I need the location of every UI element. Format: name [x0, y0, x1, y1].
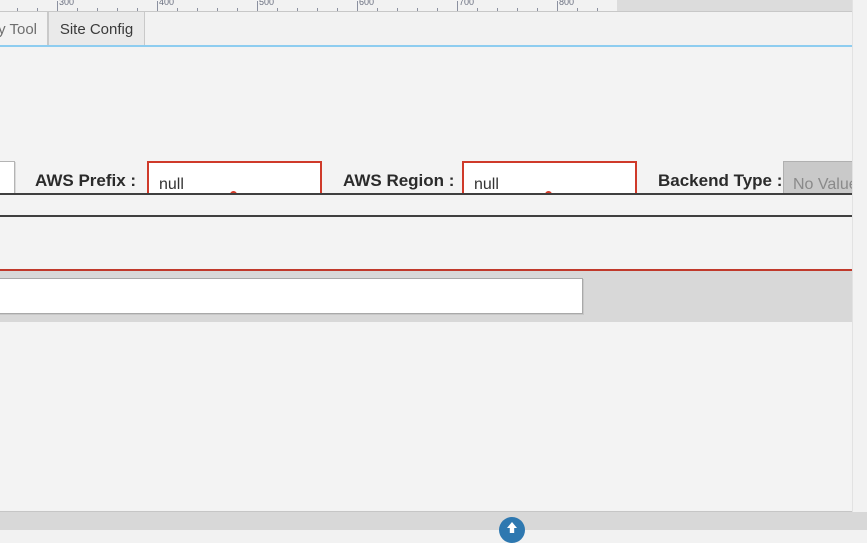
ruler-tick-minor — [577, 8, 578, 12]
ruler-label: 700 — [459, 0, 475, 7]
backend-type-value: No Value — [793, 175, 858, 193]
ruler-tick-minor — [197, 8, 198, 12]
toolbar-band — [0, 271, 852, 322]
ruler-tick-minor — [397, 8, 398, 12]
tab-bar: y Tool Site Config — [0, 12, 852, 46]
middle-panel — [0, 217, 852, 268]
tab-site-config-label: Site Config — [59, 20, 134, 38]
ruler-label: 300 — [59, 0, 75, 7]
ruler-tick-minor — [277, 8, 278, 12]
aws-region-value: null — [474, 175, 499, 193]
ruler-label: 800 — [559, 0, 575, 7]
tab-query-tool[interactable]: y Tool — [0, 12, 48, 46]
ruler-tick-major — [57, 1, 58, 12]
ruler-tick-minor — [477, 8, 478, 12]
ruler-tick-minor — [77, 8, 78, 12]
ruler-tick-minor — [177, 8, 178, 12]
ruler-bottom-border — [0, 11, 852, 12]
ruler-tick-major — [457, 1, 458, 12]
ruler-tick-minor — [137, 8, 138, 12]
backend-type-label: Backend Type : — [658, 171, 783, 190]
red-separator-rule — [0, 269, 852, 271]
aws-region-label: AWS Region : — [343, 171, 455, 190]
ruler-tick-minor — [317, 8, 318, 12]
ruler-tick-minor — [337, 8, 338, 12]
aws-prefix-label: AWS Prefix : — [35, 171, 137, 190]
ruler-tick-minor — [537, 8, 538, 12]
ruler-tick-minor — [517, 8, 518, 12]
ruler-label: 400 — [159, 0, 175, 7]
ruler-tick-minor — [17, 8, 18, 12]
ruler-tick-minor — [297, 8, 298, 12]
tab-bar-underline — [0, 45, 852, 47]
ruler-tick-major — [357, 1, 358, 12]
ruler-tick-minor — [437, 8, 438, 12]
vertical-scrollbar-track[interactable] — [852, 0, 867, 512]
status-bar — [0, 512, 867, 530]
ruler-tick-minor — [237, 8, 238, 12]
ruler-tick-minor — [377, 8, 378, 12]
horizontal-ruler: 300 400 500 600 700 800 — [0, 0, 617, 12]
ruler-right-padding — [617, 0, 852, 12]
config-form-panel: AWS Prefix : null AWS Region : null Back… — [0, 47, 867, 208]
ruler-tick-minor — [417, 8, 418, 12]
tab-site-config[interactable]: Site Config — [48, 12, 145, 46]
ruler-tick-major — [557, 1, 558, 12]
bottom-bar-separator — [0, 511, 867, 512]
ruler-label: 500 — [259, 0, 275, 7]
aws-prefix-value: null — [159, 175, 184, 193]
ruler-tick-minor — [597, 8, 598, 12]
lower-content-area — [0, 322, 852, 512]
divider-gap-band — [0, 195, 852, 215]
ruler-tick-major — [157, 1, 158, 12]
ruler-tick-major — [257, 1, 258, 12]
tab-query-tool-label: y Tool — [0, 20, 37, 38]
ruler-tick-minor — [97, 8, 98, 12]
ruler-tick-minor — [117, 8, 118, 12]
band-text-input[interactable] — [0, 278, 583, 314]
ruler-label: 600 — [359, 0, 375, 7]
section-divider-bottom — [0, 215, 852, 217]
tab-active-indicator — [48, 45, 145, 47]
up-arrow-icon[interactable] — [499, 517, 525, 543]
ruler-tick-minor — [217, 8, 218, 12]
section-divider-top — [0, 193, 852, 195]
ruler-tick-minor — [497, 8, 498, 12]
ruler-tick-minor — [37, 8, 38, 12]
